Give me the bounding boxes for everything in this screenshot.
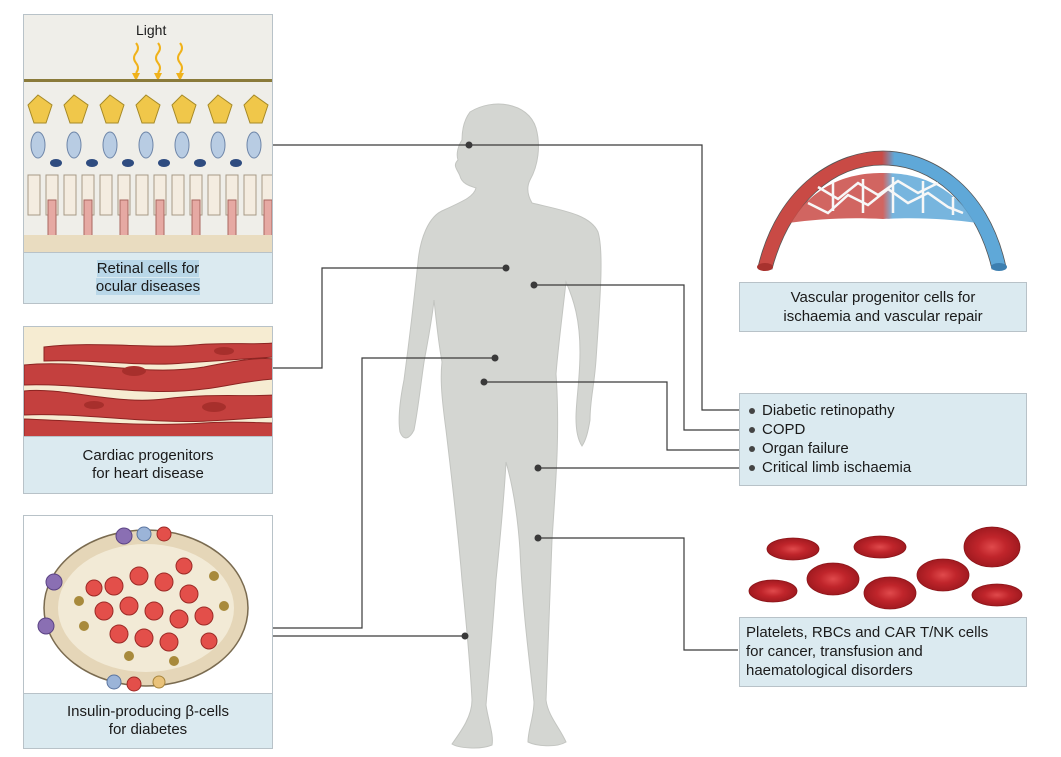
condition-item: Organ failure [740, 439, 1026, 458]
islet-caption-line-2: for diabetes [108, 721, 188, 738]
bullet-icon [749, 464, 755, 471]
human-body-silhouette [398, 103, 602, 749]
cardiac-caption-line-2: for heart disease [92, 465, 204, 482]
bipolar-terminals [50, 159, 242, 167]
retina-caption-line-2: ocular diseases [95, 278, 201, 295]
cardiac-caption: Cardiac progenitors for heart disease [24, 436, 272, 493]
retina-illustration: Light [24, 15, 272, 255]
condition-item: Critical limb ischaemia [740, 458, 1026, 477]
bullet-icon [749, 445, 755, 452]
connector-lines [272, 144, 750, 651]
vascular-network-illustration [757, 150, 1007, 271]
blood-caption: Platelets, RBCs and CAR T/NK cells for c… [739, 617, 1027, 687]
vascular-caption-line-1: Vascular progenitor cells for [790, 289, 976, 306]
light-label: Light [136, 22, 166, 38]
pancreatic-islet-illustration [37, 526, 249, 692]
condition-item: COPD [740, 420, 1026, 439]
retina-caption-line-1: Retinal cells for [96, 260, 200, 277]
connector-dots [461, 141, 542, 640]
cone-cells [47, 199, 272, 251]
vascular-caption-line-2: ischaemia and vascular repair [783, 308, 983, 325]
blood-caption-line-3: haematological disorders [746, 662, 913, 679]
cardiac-panel: Cardiac progenitors for heart disease [23, 326, 273, 494]
retina-panel: Light [23, 14, 273, 304]
islet-caption-line-1: Insulin-producing β-cells [66, 703, 230, 720]
blood-caption-line-2: for cancer, transfusion and [746, 643, 923, 660]
vascular-caption: Vascular progenitor cells for ischaemia … [739, 282, 1027, 332]
condition-item: Diabetic retinopathy [740, 401, 1026, 420]
beta-cells [85, 557, 218, 652]
light-rays-icon [133, 42, 183, 74]
retina-caption: Retinal cells for ocular diseases [24, 252, 272, 303]
islet-granules [74, 571, 229, 666]
conditions-list: Diabetic retinopathy COPD Organ failure … [739, 393, 1027, 486]
bipolar-cells [30, 131, 262, 159]
islet-caption: Insulin-producing β-cells for diabetes [24, 693, 272, 748]
ganglion-cells [27, 94, 269, 124]
immune-cells [37, 526, 172, 692]
bullet-icon [749, 407, 755, 414]
bullet-icon [749, 426, 755, 433]
blood-caption-line-1: Platelets, RBCs and CAR T/NK cells [746, 624, 989, 641]
cardiac-caption-line-1: Cardiac progenitors [82, 447, 214, 464]
islet-panel: Insulin-producing β-cells for diabetes [23, 515, 273, 749]
light-arrowheads [132, 73, 184, 81]
red-blood-cells-illustration [748, 526, 1023, 610]
rpe-layer [24, 235, 272, 255]
cardiac-muscle-illustration [24, 327, 272, 439]
